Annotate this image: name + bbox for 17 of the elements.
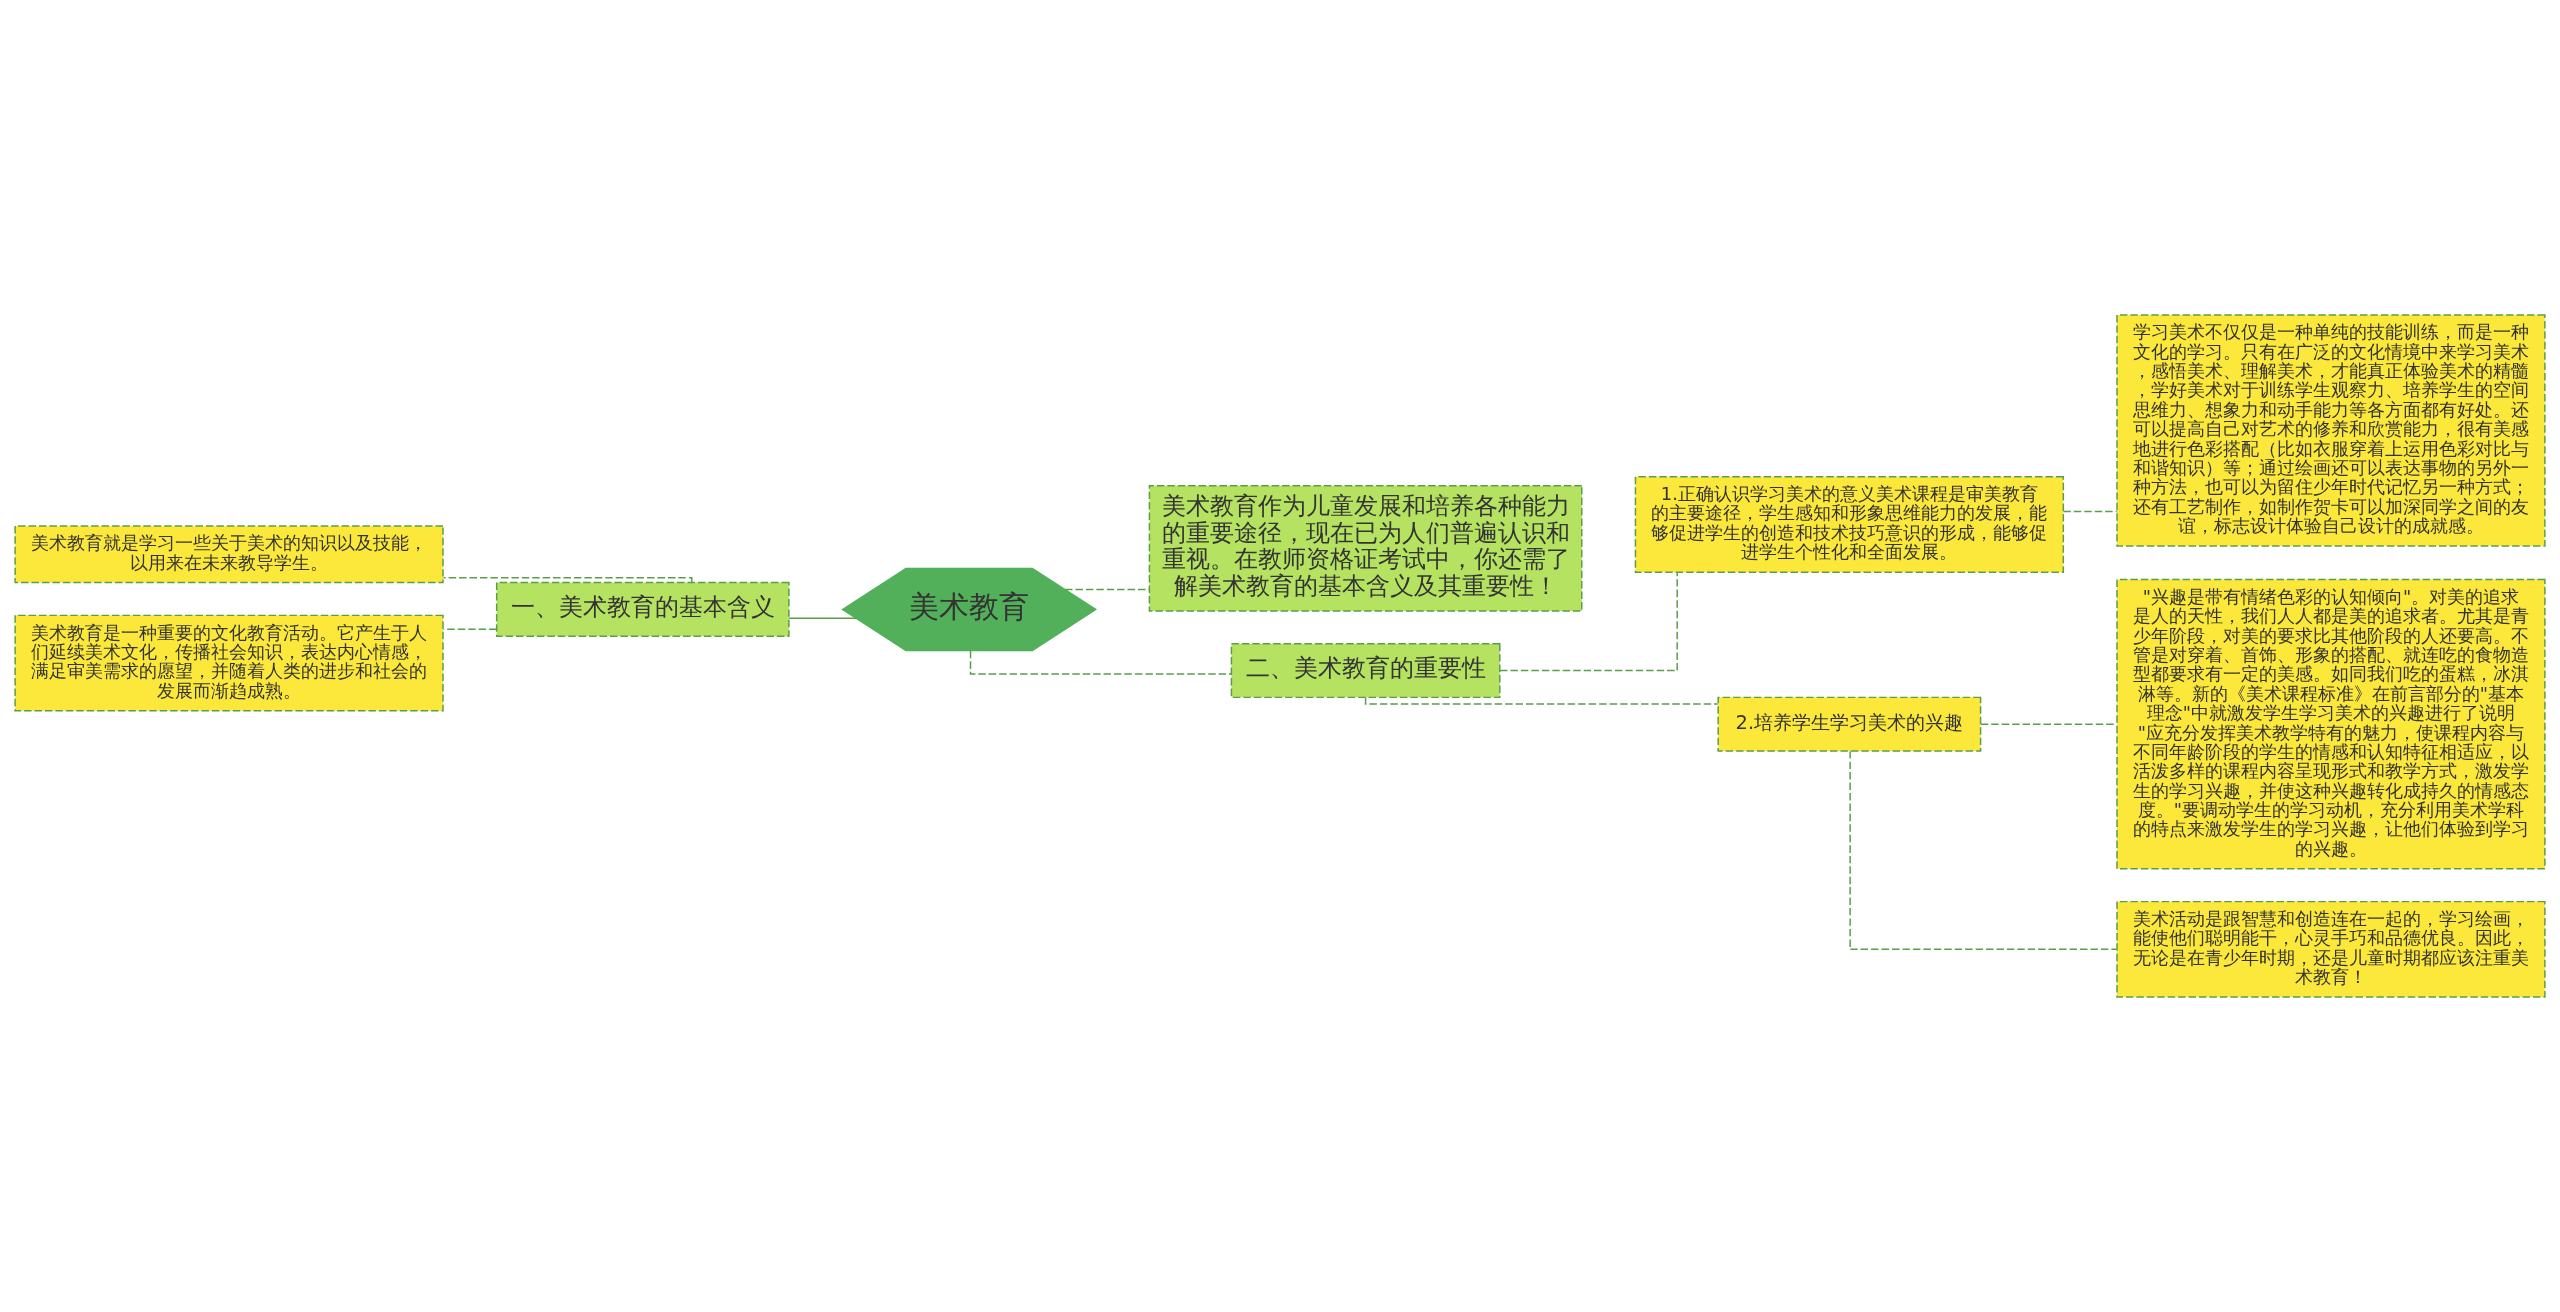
connector [788, 617, 858, 620]
node-box: 1.正确认识学习美术的意义美术课程是审美教育的主要途径，学生感知和形象思维能力的发展，能够促进学生的创造和技术技巧意识的形成，能够促进学生个性化和全面发展。 [1634, 475, 2065, 573]
node-box: 美术活动是跟智慧和创造连在一起的，学习绘画，能使他们聪明能干，心灵手巧和品德优良。因此，无论是在青少年时期，还是儿童时期都应该注重美术教育！ [2116, 900, 2546, 998]
node-box: 一、美术教育的基本含义 [495, 581, 790, 637]
connector [1849, 750, 2118, 951]
connector [442, 628, 498, 631]
connector [442, 577, 693, 583]
node-box: 美术教育是一种重要的文化教育活动。它产生于人们延续美术文化，传播社会知识，表达内心情感，满足审美需求的愿望，并随着人类的进步和社会的发展而渐趋成熟。 [14, 614, 444, 712]
node-box: 美术教育就是学习一些关于美术的知识以及技能，以用来在未来教导学生。 [14, 525, 444, 584]
node-box: 学习美术不仅仅是一种单纯的技能训练，而是一种文化的学习。只有在广泛的文化情境中来学习美术，感悟美术、理解美术，才能真正体验美术的精髓，学好美术对于训练学生观察力、培养学生的空间思维力、想象力和动手能力等各方面都有好处。还可以提高自己对艺术的修养和欣赏能力，很有美感地进行色彩搭配（比如衣服穿着上运用色彩对比与和谐知识）等；通过绘画还可以表达事物的另外一种方法，也可以为留住少年时代记忆另一种方式；还有工艺制作，如制作贺卡可以加深同学之间的友谊，标志设计体验自己设计的成就感。 [2116, 314, 2546, 547]
connector [1364, 696, 1719, 705]
node-box: "兴趣是带有情绪色彩的认知倾向"。对美的追求是人的天性，我们人人都是美的追求者。尤其是青少年阶段，对美的要求比其他阶段的人还要高。不管是对穿着、首饰、形象的搭配、就连吃的食物造型都要求有一定的美感。如同我们吃的蛋糕，冰淇淋等。新的《美术课程标准》在前言部分的"基本理念"中就激发学生学习美术的兴趣进行了说明 "应充分发挥美术教学特有的魅力，使课程内容与不同年龄阶段的学生的情感和认知特征相适应，以活泼多样的课程内容呈现形式和教学方式，激发学生的学习兴趣，并使这种兴趣转化成持久的情感态度。"要调动学生的学习动机，充分利用美术学科的特点来激发学生的学习兴趣，让他们体验到学习的兴趣。 [2116, 578, 2546, 870]
connector [1499, 571, 1678, 672]
connector [2062, 510, 2118, 513]
node-box: 美术教育作为儿童发展和培养各种能力的重要途径，现在已为人们普遍认识和重视。在教师资格证考试中，你还需了解美术教育的基本含义及其重要性！ [1148, 484, 1583, 612]
node-box: 二、美术教育的重要性 [1230, 642, 1501, 699]
node-box: 2.培养学生学习美术的兴趣 [1717, 696, 1982, 752]
